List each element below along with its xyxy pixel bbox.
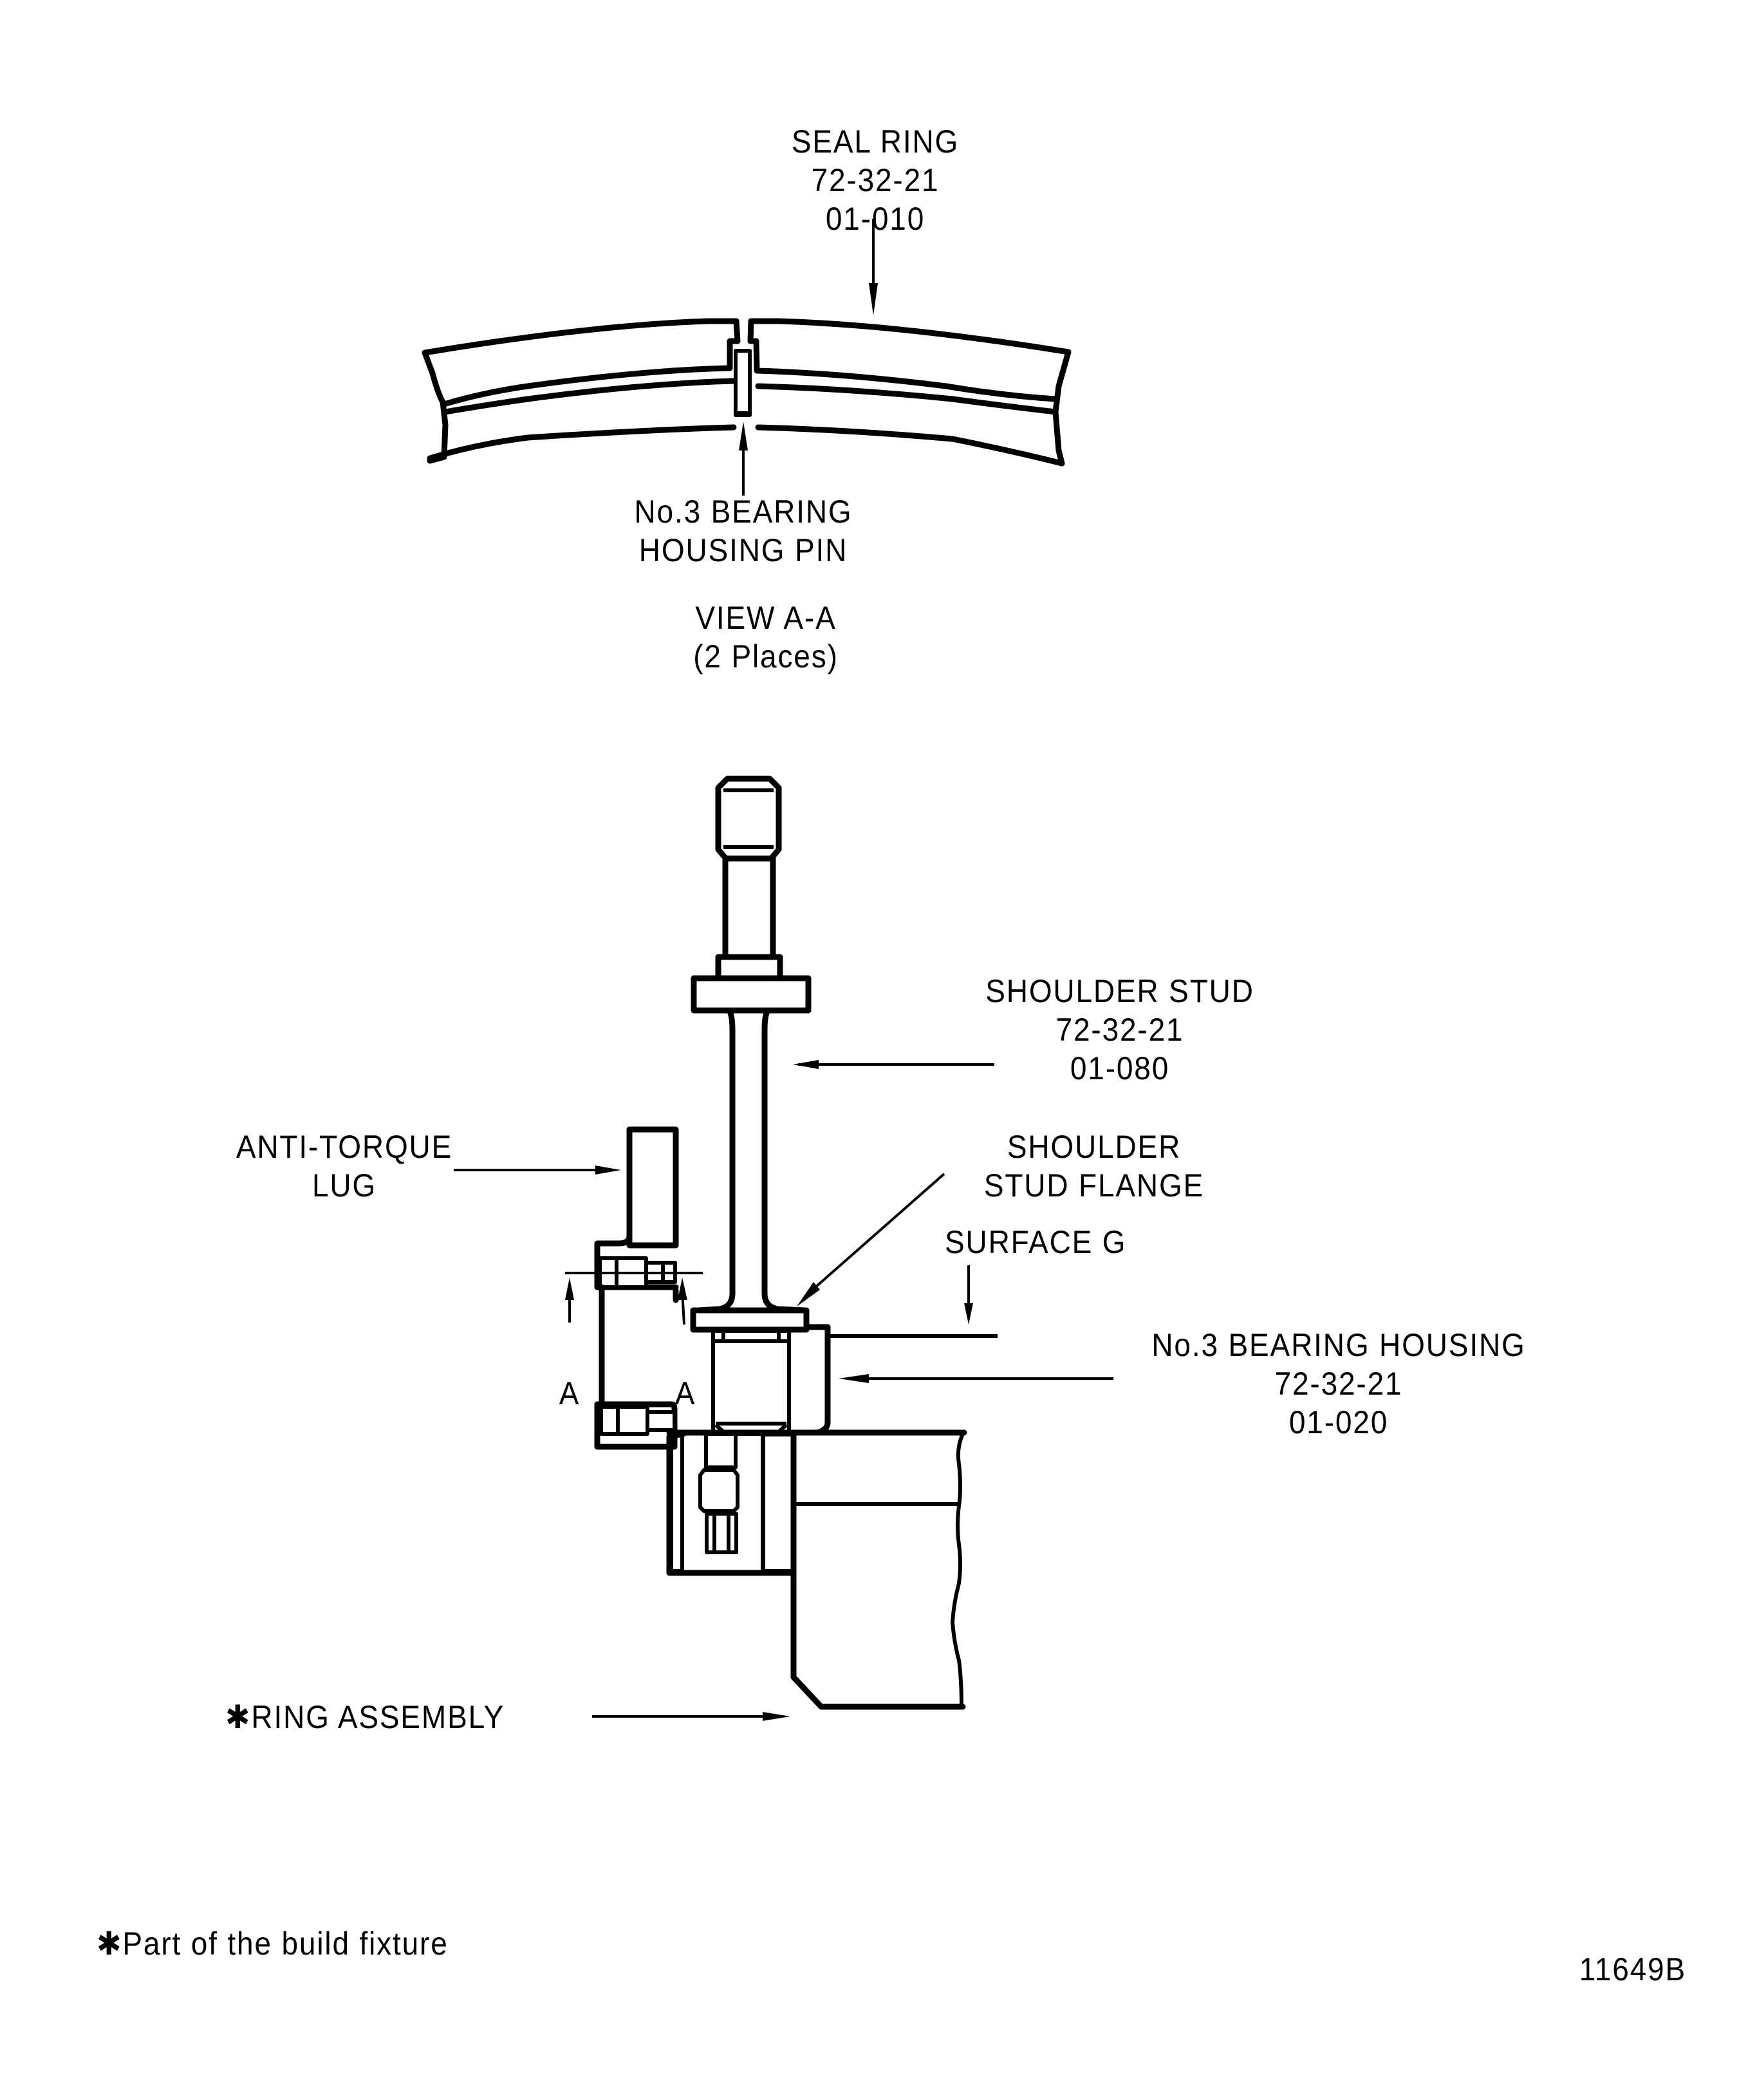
bearing-housing-ref1: 72-32-21 (1274, 1366, 1403, 1402)
shoulder-stud-flange-label: SHOULDER STUD FLANGE (952, 1128, 1236, 1205)
pin-arrowhead (739, 422, 748, 451)
figure-number: 11649B (1579, 1951, 1686, 1987)
bearing-housing-label: No.3 BEARING HOUSING 72-32-21 01-020 (1113, 1326, 1563, 1442)
bearing-housing-pin-line1: No.3 BEARING (634, 494, 853, 530)
view-label: VIEW A-A (2 Places) (653, 599, 879, 676)
shoulder-stud-flange-line2: STUD FLANGE (983, 1167, 1205, 1203)
footnote-text: Part of the build fixture (122, 1926, 449, 1962)
view-title: VIEW A-A (695, 600, 837, 636)
view-note: (2 Places) (693, 638, 839, 674)
shoulder-stud-name: SHOULDER STUD (985, 973, 1254, 1009)
anti-torque-lug-line1: ANTI-TORQUE (236, 1129, 453, 1165)
leader-lines (454, 1060, 1113, 1721)
asterisk-icon: ✱ (225, 1699, 252, 1735)
shoulder-stud (690, 776, 812, 1333)
anti-torque-lug-line2: LUG (311, 1167, 377, 1203)
bearing-housing-ref2: 01-020 (1288, 1404, 1389, 1440)
seal-ring-name: SEAL RING (791, 124, 960, 160)
section-arrow-left (565, 1278, 574, 1300)
shoulder-stud-flange-shape (690, 1307, 810, 1333)
shoulder-stud-flange-line1: SHOULDER (1007, 1129, 1182, 1165)
bearing-housing-pin-label: No.3 BEARING HOUSING PIN (610, 492, 877, 570)
anti-torque-lug (565, 1126, 703, 1450)
seal-ring-left-segment (422, 318, 741, 464)
seal-ring-right-segment (747, 318, 1072, 467)
seal-ring-view (422, 219, 1072, 496)
seal-ring-arrowhead (869, 283, 878, 315)
anti-torque-lug-label: ANTI-TORQUE LUG (217, 1128, 472, 1205)
bearing-housing-name: No.3 BEARING HOUSING (1151, 1327, 1526, 1363)
shoulder-stud-ref1: 72-32-21 (1055, 1012, 1184, 1048)
section-marker-right: A (674, 1375, 696, 1411)
shoulder-stud-label: SHOULDER STUD 72-32-21 01-080 (954, 972, 1285, 1088)
section-marker-left: A (559, 1375, 581, 1411)
bearing-housing-pin-line2: HOUSING PIN (638, 532, 848, 568)
ring-assembly-label: ✱RING ASSEMBLY (225, 1698, 505, 1736)
asterisk-icon: ✱ (97, 1926, 123, 1962)
section-arrow-right (678, 1278, 687, 1300)
ring-assembly (666, 1429, 967, 1710)
seal-ring-ref2: 01-010 (825, 201, 925, 237)
shoulder-stud-flange-leader (803, 1173, 945, 1298)
shoulder-stud-ref2: 01-080 (1070, 1050, 1170, 1086)
seal-ring-ref1: 72-32-21 (811, 162, 940, 198)
seal-ring-label: SEAL RING 72-32-21 01-010 (768, 122, 981, 238)
surface-g-label: SURFACE G (945, 1224, 1127, 1260)
footnote: ✱Part of the build fixture (97, 1924, 449, 1963)
bearing-housing-pin-shape (734, 349, 752, 417)
ring-assembly-name: RING ASSEMBLY (251, 1699, 505, 1735)
